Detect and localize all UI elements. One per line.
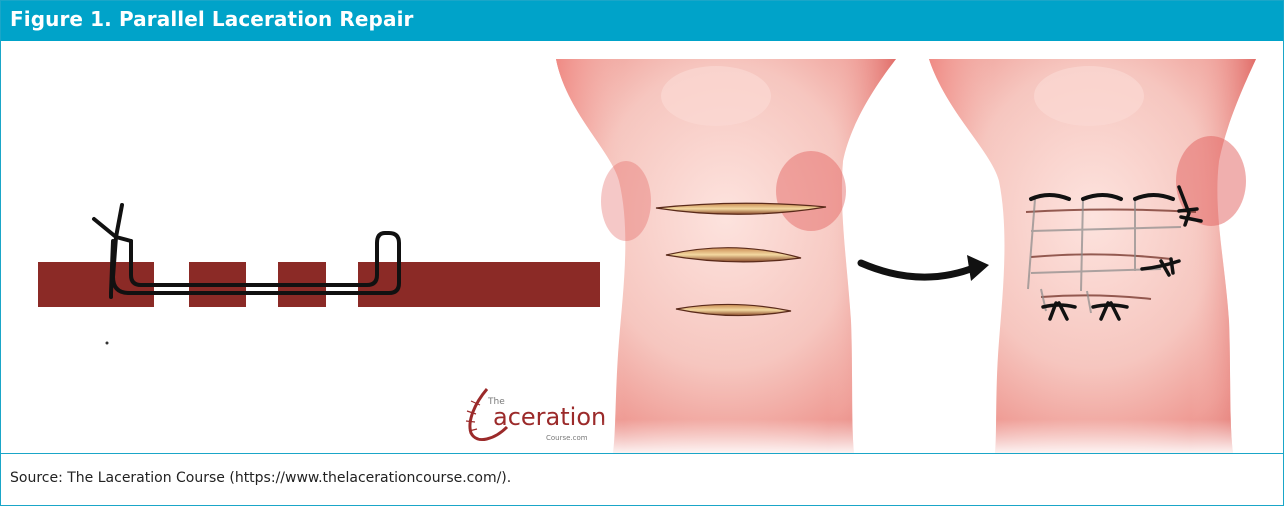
caption-divider — [1, 453, 1283, 454]
suture-schematic — [38, 205, 600, 345]
source-caption: Source: The Laceration Course (https://w… — [10, 470, 511, 486]
illustration-canvas: The aceration Course.com — [1, 41, 1283, 453]
logo-course: Course.com — [546, 434, 588, 442]
figure-illustration: The aceration Course.com — [1, 41, 1283, 453]
figure-title: Figure 1. Parallel Laceration Repair — [10, 7, 413, 31]
arrow-icon — [861, 255, 989, 281]
wrist-lacerations — [556, 59, 896, 453]
suture-knot — [94, 205, 131, 241]
wrist-repaired — [929, 59, 1256, 453]
figure-header: Figure 1. Parallel Laceration Repair — [1, 1, 1283, 41]
logo-aceration: aceration — [493, 403, 606, 431]
laceration-course-logo: The aceration Course.com — [466, 389, 606, 442]
stray-dot — [106, 342, 109, 345]
